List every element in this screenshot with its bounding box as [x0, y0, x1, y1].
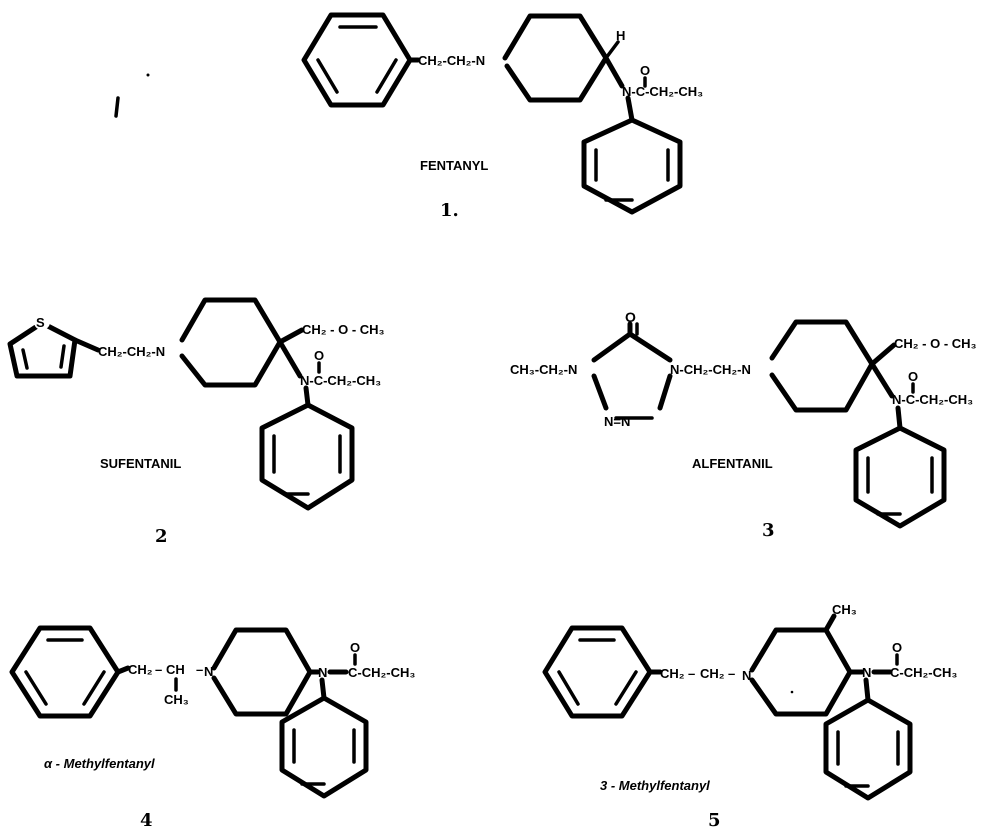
fentanyl-n-phenyl-ring	[581, 117, 683, 215]
sufentanil-n-phenyl-ring	[259, 402, 355, 511]
three-amide-n: N	[862, 665, 871, 680]
three-ch2-label-2: CH₂	[700, 666, 725, 681]
three-carbonyl-o: O	[892, 640, 902, 655]
alfentanil-linker-label: N-CH₂-CH₂-N	[670, 362, 751, 377]
alpha-carbonyl-o: O	[350, 640, 360, 655]
three-n-phenyl-ring	[823, 697, 913, 801]
sufentanil-thiophene-ring	[7, 320, 78, 379]
fentanyl-number: 1.	[440, 200, 459, 221]
sufentanil-piperidine-ring	[179, 297, 283, 388]
compound-3-methylfentanyl: CH₂ – CH₂ – N CH₃ N O C-CH₂-CH₃ 3 - Meth…	[542, 602, 957, 831]
three-piperidine-ring	[749, 627, 853, 717]
alpha-acyl-label: C-CH₂-CH₃	[348, 665, 415, 680]
sufentanil-number: 2	[155, 526, 168, 547]
alpha-n-label: N	[204, 664, 213, 679]
alfentanil-carbonyl-o-top: O	[625, 309, 636, 325]
alpha-methylfentanyl-name: α - Methylfentanyl	[44, 756, 155, 771]
three-dash-1: –	[688, 666, 695, 681]
alpha-methyl-label: CH₃	[164, 692, 189, 707]
alpha-methylfentanyl-number: 4	[140, 810, 153, 831]
fentanyl-piperidine-ring	[502, 13, 609, 103]
alpha-ch2-label: CH₂	[128, 662, 153, 677]
compound-fentanyl: CH₂-CH₂-N H O N-C-CH₂-CH₃ FENTANYL 1.	[301, 12, 703, 221]
sufentanil-methoxymethyl-label: CH₂ - O - CH₃	[302, 322, 385, 337]
sufentanil-name: SUFENTANIL	[100, 456, 181, 471]
three-ch2-label: CH₂	[660, 666, 685, 681]
alfentanil-n-phenyl-ring	[853, 425, 947, 529]
three-methylfentanyl-number: 5	[708, 810, 721, 831]
sufentanil-chain-label: CH₂-CH₂-N	[98, 344, 165, 359]
alpha-ch-label: CH	[166, 662, 185, 677]
compound-alfentanil: CH₃-CH₂-N O N=N N-CH₂-CH₂-N CH₂ - O - CH…	[510, 309, 977, 541]
alpha-dash-1: –	[155, 662, 162, 677]
alfentanil-amide-label: N-C-CH₂-CH₃	[892, 392, 973, 407]
alfentanil-methoxymethyl-label: CH₂ - O - CH₃	[894, 336, 977, 351]
compound-sufentanil: S CH₂-CH₂-N CH₂ - O - CH₃ O N-C-CH₂-CH₃ …	[7, 297, 385, 547]
alpha-dash-2: –	[196, 662, 203, 677]
sufentanil-carbonyl-o: O	[314, 348, 324, 363]
three-dash-2: –	[728, 666, 735, 681]
alfentanil-number: 3	[762, 520, 775, 541]
alfentanil-ethyl-label: CH₃-CH₂-N	[510, 362, 577, 377]
fentanyl-amide-label: N-C-CH₂-CH₃	[622, 84, 703, 99]
three-methylfentanyl-name: 3 - Methylfentanyl	[600, 778, 710, 793]
three-acyl-label: C-CH₂-CH₃	[890, 665, 957, 680]
speck-mark	[146, 73, 150, 77]
fentanyl-name: FENTANYL	[420, 158, 488, 173]
three-n-label: N	[742, 668, 751, 683]
speck-mark-2	[114, 96, 120, 118]
alpha-amide-n: N	[318, 665, 327, 680]
alfentanil-name: ALFENTANIL	[692, 456, 773, 471]
fentanyl-carbonyl-o: O	[640, 63, 650, 78]
fentanyl-h-label: H	[616, 28, 625, 43]
alpha-piperidine-ring	[211, 627, 313, 717]
sufentanil-s-label: S	[36, 315, 45, 330]
sufentanil-amide-label: N-C-CH₂-CH₃	[300, 373, 381, 388]
compound-alpha-methylfentanyl: CH₂ – CH CH₃ – N N O C-CH₂-CH₃ α - Methy…	[9, 625, 415, 831]
three-methyl-label: CH₃	[832, 602, 857, 617]
fentanyl-chain-label: CH₂-CH₂-N	[418, 53, 485, 68]
alfentanil-piperidine-ring	[769, 319, 875, 413]
alfentanil-tetrazolone-top	[591, 331, 673, 363]
alpha-n-phenyl-ring	[279, 695, 369, 799]
alfentanil-carbonyl-o: O	[908, 369, 918, 384]
